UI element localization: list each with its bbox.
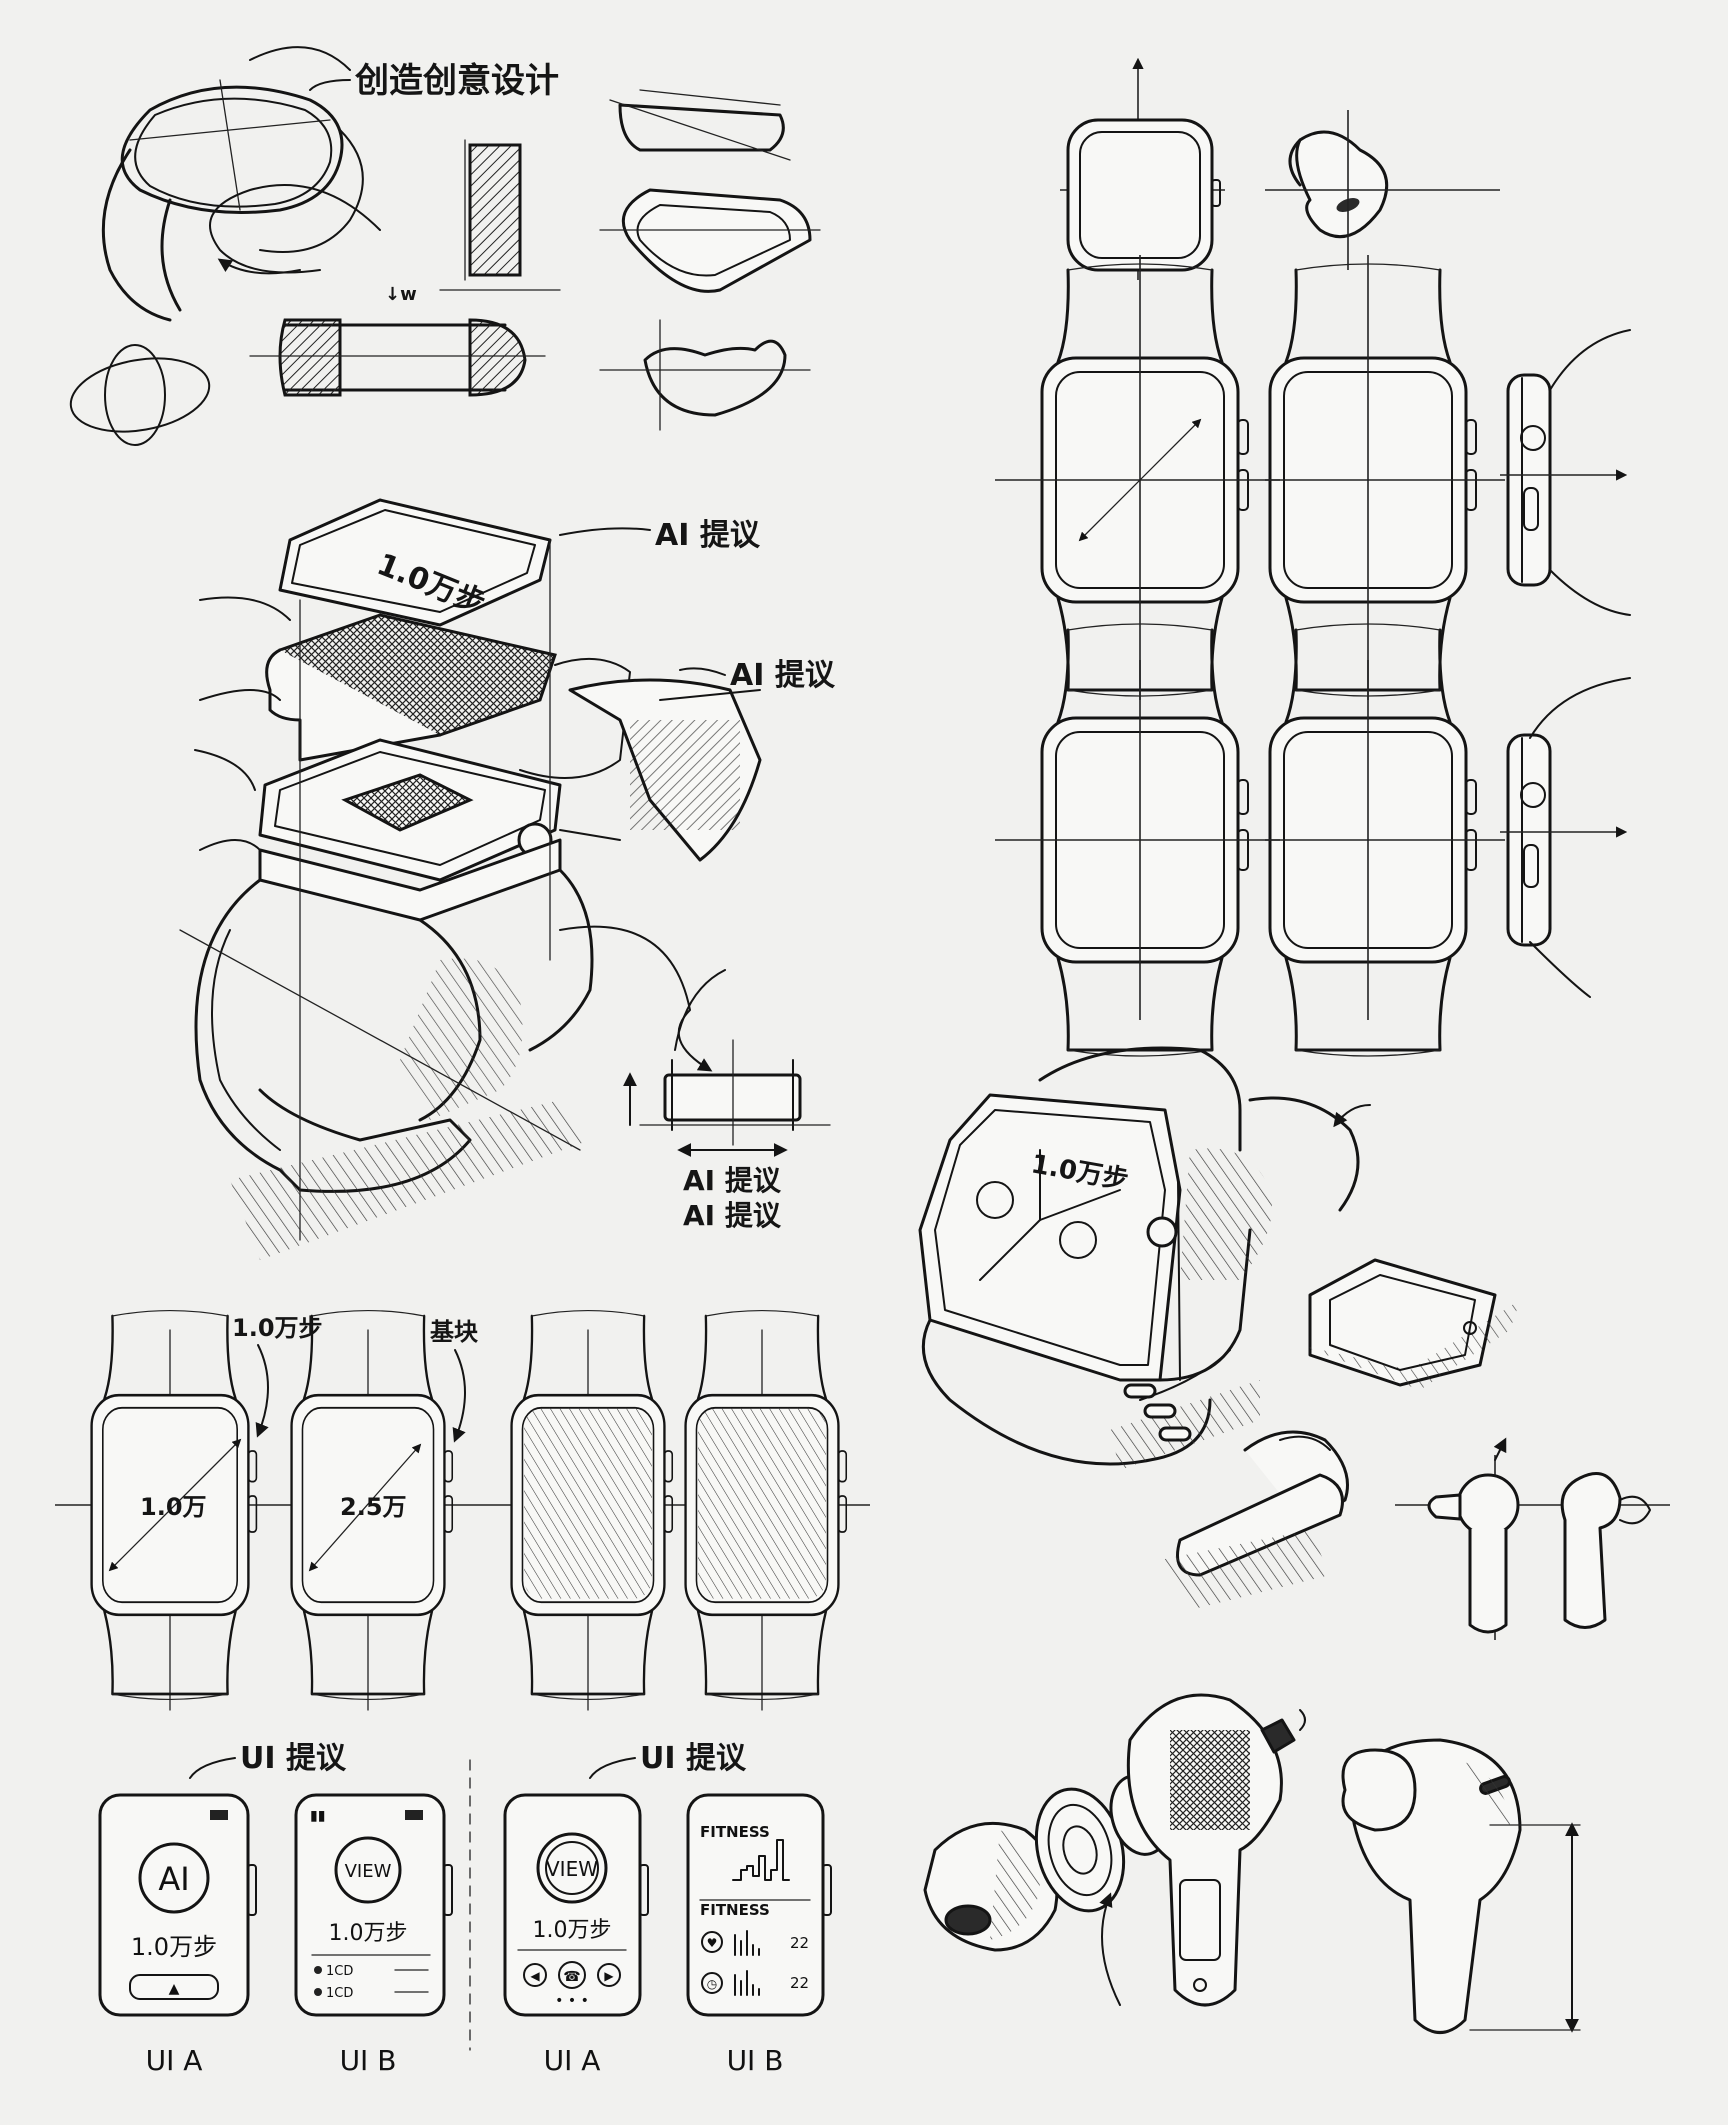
heart-icon: ♥ xyxy=(707,1936,718,1950)
timer-icon: ◷ xyxy=(707,1977,718,1991)
ui-screen-4-num-2: 22 xyxy=(790,1974,809,1992)
svg-text:↓w: ↓w xyxy=(385,284,417,305)
ui-screen-2-value: 1.0万步 xyxy=(329,1921,408,1946)
ui-screen-2-caption: UI B xyxy=(340,2044,397,2077)
ui-screen-1-center: AI xyxy=(158,1860,189,1898)
ui-screen-4[interactable]: FITNESS FITNESS ♥ 22 ◷ 22 UI B xyxy=(686,1793,832,2077)
watch-variations-group: 1.0万 2.5万 1.0万步 基块 xyxy=(55,1309,870,1711)
concept-sketches-group: 创造创意设计 ↓w xyxy=(69,46,821,446)
person-icon: ▲ xyxy=(169,1981,180,1997)
ui-screen-3[interactable]: VIEW 1.0万步 ◀ ☎ ▶ • • • UI A xyxy=(503,1793,649,2077)
face-label-2: 2.5万 xyxy=(340,1493,407,1521)
face-label-1: 1.0万 xyxy=(140,1493,207,1521)
ui-proposals-group: UI 提议 UI 提议 AI 1.0万步 ▲ UI A ▮▮ VIEW 1.0万… xyxy=(98,1741,832,2077)
ui-screen-1[interactable]: AI 1.0万步 ▲ UI A xyxy=(98,1793,257,2077)
ui-proposal-label-2: UI 提议 xyxy=(640,1741,747,1776)
ui-screen-4-title-1: FITNESS xyxy=(700,1823,770,1841)
ui-screen-2-center: VIEW xyxy=(345,1861,392,1882)
signal-icon: ▮▮ xyxy=(310,1808,325,1824)
ui-proposal-label-1: UI 提议 xyxy=(240,1741,347,1776)
ui-screen-2-row-1: 1CD xyxy=(326,1964,353,1979)
ui-screen-1-value: 1.0万步 xyxy=(131,1933,217,1961)
ai-proposal-label-3: AI 提议 xyxy=(683,1164,782,1197)
ui-screen-3-center: VIEW xyxy=(546,1857,598,1881)
orthographic-views-group xyxy=(995,57,1631,1058)
ai-proposal-label-4: AI 提议 xyxy=(683,1199,782,1232)
page-dots-icon: • • • xyxy=(555,1993,589,2009)
exploded-watch-group: 1.0万步 AI 提议 AI 提议 AI 提议 xyxy=(179,498,836,1260)
ui-screen-2-row-2: 1CD xyxy=(326,1986,353,2001)
ui-screen-4-num-1: 22 xyxy=(790,1934,809,1952)
ui-screen-1-caption: UI A xyxy=(146,2044,203,2077)
ui-screen-4-caption: UI B xyxy=(727,2044,784,2077)
prev-icon: ◀ xyxy=(530,1969,540,1983)
ai-proposal-label-1: AI 提议 xyxy=(655,518,761,553)
ui-screen-3-value: 1.0万步 xyxy=(533,1918,612,1943)
next-icon: ▶ xyxy=(604,1969,614,1983)
perspective-watch-group: 1.0万步 xyxy=(918,1046,1670,1640)
ui-screen-4-title-2: FITNESS xyxy=(700,1901,770,1919)
ui-screen-2[interactable]: ▮▮ VIEW 1.0万步 1CD 1CD UI B xyxy=(294,1793,453,2077)
exploded-earbud-group xyxy=(923,1693,1581,2034)
create-design-label: 创造创意设计 xyxy=(354,61,559,101)
ui-screen-3-caption: UI A xyxy=(544,2044,601,2077)
phone-icon: ☎ xyxy=(563,1969,580,1985)
module-callout-label: 基块 xyxy=(430,1318,478,1346)
ai-proposal-label-2: AI 提议 xyxy=(730,658,836,693)
steps-callout-label: 1.0万步 xyxy=(232,1314,323,1342)
